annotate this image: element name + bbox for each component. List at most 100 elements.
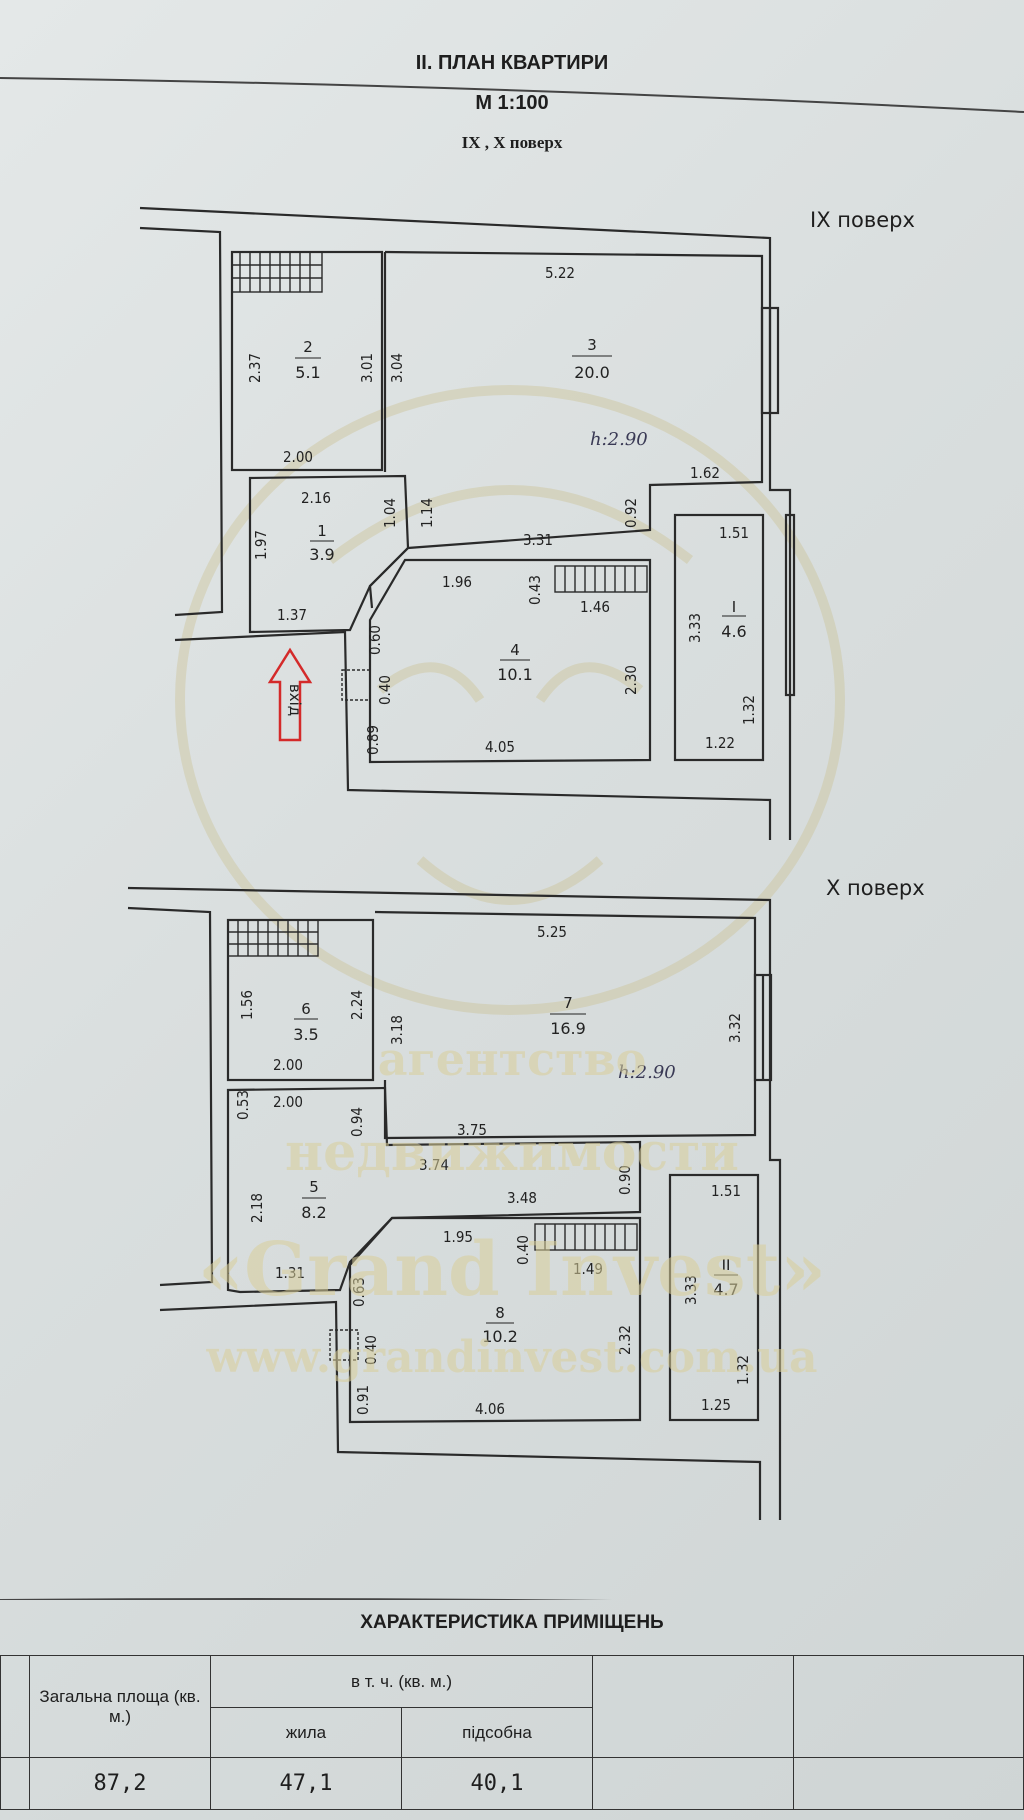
col-living-header: жила xyxy=(210,1707,402,1758)
floor-9-walls xyxy=(139,206,796,840)
svg-text:1.62: 1.62 xyxy=(690,464,720,482)
svg-text:2.32: 2.32 xyxy=(616,1325,634,1355)
floor-10-room-labels: 6 3.5 7 16.9 5 8.2 8 10.2 II 4.7 xyxy=(293,994,738,1346)
svg-text:2.16: 2.16 xyxy=(301,489,331,507)
floor-10-walls xyxy=(127,886,782,1520)
svg-text:0.63: 0.63 xyxy=(350,1277,368,1307)
svg-text:5: 5 xyxy=(309,1178,319,1196)
entrance-label: вхід xyxy=(286,684,304,716)
characteristics-title: ХАРАКТЕРИСТИКА ПРИМІЩЕНЬ xyxy=(360,1612,664,1633)
living-area-value: 47,1 xyxy=(210,1757,402,1810)
col-incl-header: в т. ч. (кв. м.) xyxy=(210,1655,593,1708)
room-number: I xyxy=(732,598,736,616)
svg-text:1.51: 1.51 xyxy=(711,1182,741,1200)
svg-text:5.22: 5.22 xyxy=(545,264,575,282)
blank-cell xyxy=(0,1655,30,1758)
col-aux-header: підсобна xyxy=(401,1707,593,1758)
room-number: 4 xyxy=(510,641,520,659)
watermark-lion-logo xyxy=(175,385,845,1015)
svg-text:8: 8 xyxy=(495,1304,505,1322)
aux-area-value: 40,1 xyxy=(401,1757,593,1810)
room-area: 4.6 xyxy=(721,622,746,641)
floor-9-dimensions: 5.22 2.37 3.01 3.04 2.00 1.62 2.16 1.04 … xyxy=(246,264,758,756)
svg-text:3.31: 3.31 xyxy=(523,531,553,549)
svg-text:2.00: 2.00 xyxy=(273,1093,303,1111)
svg-text:4.06: 4.06 xyxy=(475,1400,505,1418)
room-area: 5.1 xyxy=(295,363,320,382)
room-number: 3 xyxy=(587,336,597,354)
floor-plan-drawing: вхід h:2.90 h:2.90 2 5.1 3 20.0 1 3.9 4 … xyxy=(0,77,1024,1600)
svg-text:недвижимости: недвижимости xyxy=(285,1122,739,1183)
svg-text:1.32: 1.32 xyxy=(740,695,758,725)
floor-10-stairs xyxy=(227,919,638,1361)
svg-text:1.31: 1.31 xyxy=(275,1264,305,1282)
svg-text:3.75: 3.75 xyxy=(457,1121,487,1139)
svg-text:1.56: 1.56 xyxy=(238,990,256,1020)
svg-text:1.25: 1.25 xyxy=(701,1396,731,1414)
svg-text:3.33: 3.33 xyxy=(686,613,704,643)
svg-text:0.92: 0.92 xyxy=(622,498,640,528)
svg-text:0.43: 0.43 xyxy=(526,575,544,605)
plan-scale: М 1:100 xyxy=(475,92,549,114)
svg-text:3.33: 3.33 xyxy=(682,1275,700,1305)
svg-text:2.00: 2.00 xyxy=(273,1056,303,1074)
svg-text:1.51: 1.51 xyxy=(719,524,749,542)
svg-text:0.53: 0.53 xyxy=(234,1090,252,1120)
svg-text:16.9: 16.9 xyxy=(550,1019,586,1038)
svg-text:www.grandinvest.com.ua: www.grandinvest.com.ua xyxy=(206,1332,818,1383)
svg-text:2.37: 2.37 xyxy=(246,353,264,383)
entrance-arrow-icon xyxy=(267,647,313,742)
svg-text:1.22: 1.22 xyxy=(705,734,735,752)
floor-9-label: IX поверх xyxy=(810,208,915,232)
svg-text:10.2: 10.2 xyxy=(482,1327,518,1346)
svg-text:2.30: 2.30 xyxy=(622,665,640,695)
svg-text:4.7: 4.7 xyxy=(713,1280,738,1299)
room-number: 1 xyxy=(317,522,327,540)
svg-text:1.46: 1.46 xyxy=(580,598,610,616)
svg-text:1.96: 1.96 xyxy=(442,573,472,591)
agency-watermark: агентство недвижимости «Grand Invest» ww… xyxy=(198,1032,826,1383)
blank-cell xyxy=(793,1655,1024,1758)
svg-text:2.18: 2.18 xyxy=(248,1193,266,1223)
svg-text:6: 6 xyxy=(301,1000,311,1018)
svg-text:«Grand Invest»: «Grand Invest» xyxy=(198,1227,826,1313)
svg-text:1.04: 1.04 xyxy=(381,498,399,528)
blank-cell xyxy=(793,1757,1024,1810)
room-area: 20.0 xyxy=(574,363,610,382)
svg-text:3.01: 3.01 xyxy=(358,353,376,383)
svg-text:8.2: 8.2 xyxy=(301,1203,326,1222)
total-area-value: 87,2 xyxy=(29,1757,211,1810)
svg-text:агентство: агентство xyxy=(378,1032,647,1086)
svg-text:0.40: 0.40 xyxy=(376,675,394,705)
svg-text:0.94: 0.94 xyxy=(348,1107,366,1137)
floor-9-room-labels: 2 5.1 3 20.0 1 3.9 4 10.1 I 4.6 xyxy=(295,336,747,684)
svg-text:0.40: 0.40 xyxy=(514,1235,532,1265)
svg-text:0.89: 0.89 xyxy=(364,725,382,755)
blank-cell xyxy=(0,1757,30,1810)
svg-text:1.37: 1.37 xyxy=(277,606,307,624)
floor-9-stairs xyxy=(231,251,648,701)
room-area: 10.1 xyxy=(497,665,533,684)
plan-title: II. ПЛАН КВАРТИРИ xyxy=(415,52,609,74)
svg-text:3.18: 3.18 xyxy=(388,1015,406,1045)
svg-text:0.90: 0.90 xyxy=(616,1165,634,1195)
floor-10-height-note: h:2.90 xyxy=(618,1062,676,1083)
svg-text:3.32: 3.32 xyxy=(726,1013,744,1043)
svg-text:3.5: 3.5 xyxy=(293,1025,318,1044)
svg-text:2.00: 2.00 xyxy=(283,448,313,466)
svg-text:0.60: 0.60 xyxy=(366,625,384,655)
svg-text:3.48: 3.48 xyxy=(507,1189,537,1207)
plan-floors: IX , X поверх xyxy=(461,133,563,152)
svg-text:3.74: 3.74 xyxy=(419,1156,449,1174)
svg-text:4.05: 4.05 xyxy=(485,738,515,756)
room-number: 2 xyxy=(303,338,313,356)
page-rule-top xyxy=(0,77,1024,113)
floor-9-height-note: h:2.90 xyxy=(590,429,648,450)
svg-text:2.24: 2.24 xyxy=(348,990,366,1020)
room-area: 3.9 xyxy=(309,545,334,564)
characteristics-table: Загальна площа (кв. м.) в т. ч. (кв. м.)… xyxy=(0,1655,1024,1810)
svg-text:1.14: 1.14 xyxy=(418,498,436,528)
svg-text:1.97: 1.97 xyxy=(252,530,270,560)
col-total-header: Загальна площа (кв. м.) xyxy=(29,1655,211,1758)
